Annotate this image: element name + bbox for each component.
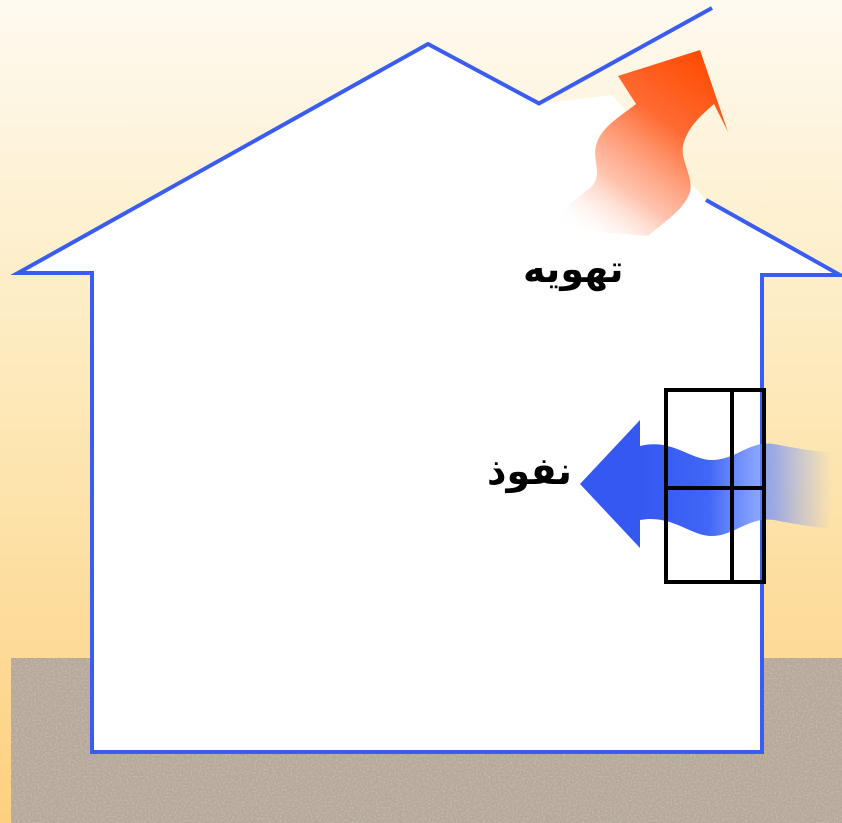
infiltration-label: نفوذ	[487, 452, 572, 490]
ventilation-label: تهویه	[523, 250, 624, 288]
